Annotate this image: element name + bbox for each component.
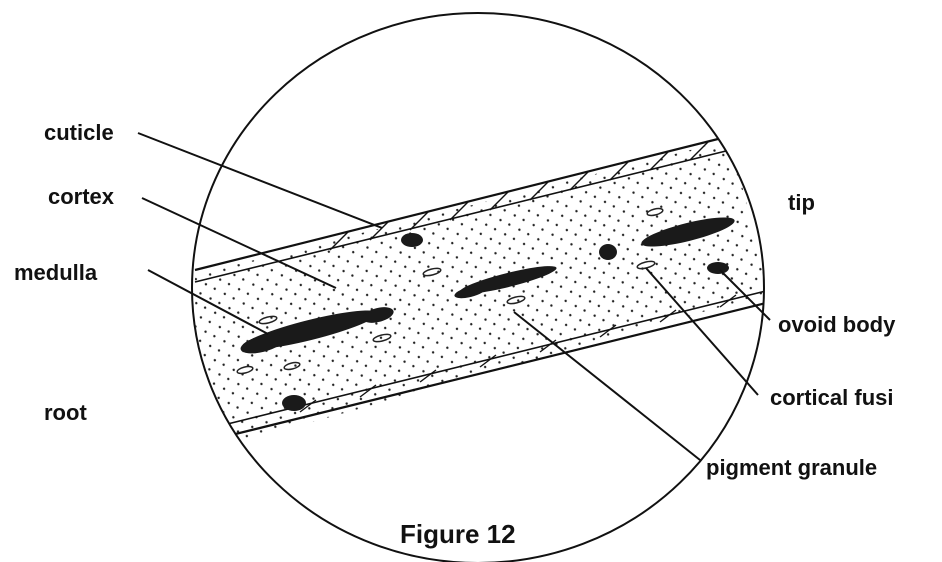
label-ovoid-body: ovoid body	[778, 312, 896, 337]
label-cortical-fusi: cortical fusi	[770, 385, 893, 410]
label-medulla: medulla	[14, 260, 98, 285]
label-tip: tip	[788, 190, 815, 215]
label-root: root	[44, 400, 87, 425]
label-cuticle: cuticle	[44, 120, 114, 145]
label-cortex: cortex	[48, 184, 115, 209]
label-pigment-granule: pigment granule	[706, 455, 877, 480]
figure-caption: Figure 12	[400, 519, 516, 549]
